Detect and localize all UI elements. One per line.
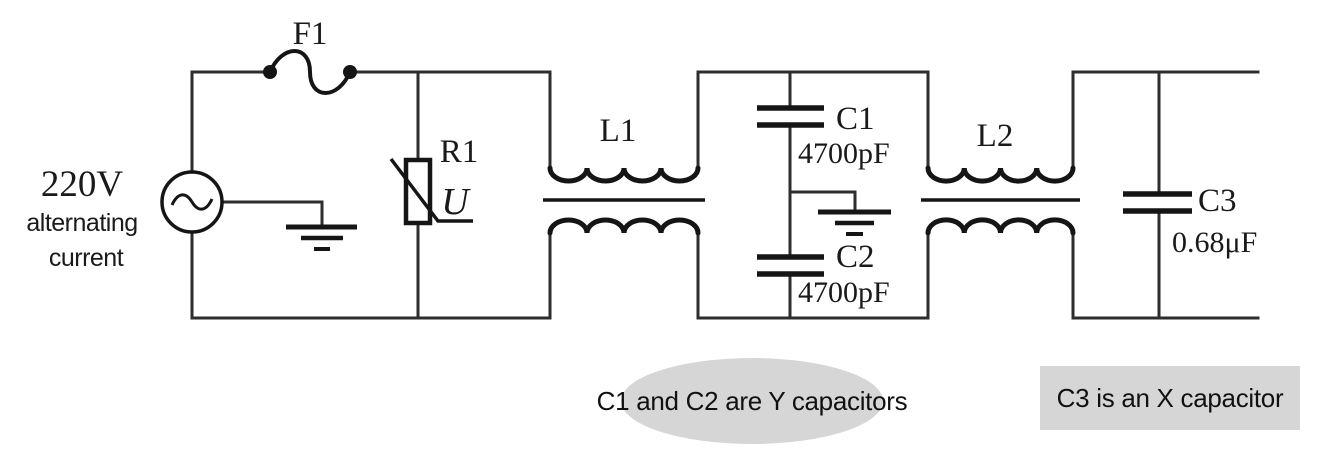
source-ground-icon <box>286 224 357 251</box>
varistor-ref-label: R1 <box>440 134 479 170</box>
x-capacitor-callout-rect <box>1040 366 1300 430</box>
varistor-body <box>403 157 433 226</box>
cap1-value-label: 4700pF <box>798 137 890 170</box>
capacitor-c2-icon <box>757 254 824 277</box>
source-description-line1: alternating <box>26 209 137 237</box>
choke1-ref-label: L1 <box>600 113 637 149</box>
choke2-ref-label: L2 <box>977 118 1014 154</box>
x-capacitor-callout: C3 is an X capacitor <box>1040 366 1300 430</box>
source-description-line2: current <box>49 244 124 272</box>
cap1-ref-label: C1 <box>836 101 875 137</box>
mid-ground-icon <box>818 209 891 236</box>
x-capacitor-callout-text: C3 is an X capacitor <box>1057 383 1284 413</box>
y-capacitor-callout-ellipse <box>621 358 883 444</box>
fuse-icon <box>263 49 357 95</box>
capacitor-c3-icon <box>1123 191 1192 214</box>
varistor-icon <box>389 157 473 226</box>
choke1-top-winding <box>547 165 701 184</box>
choke1-bottom-winding <box>547 217 701 236</box>
y-capacitor-callout: C1 and C2 are Y capacitors <box>597 358 908 444</box>
capacitor-c1-icon <box>757 105 824 128</box>
cap2-ref-label: C2 <box>836 239 875 275</box>
choke2-bottom-winding <box>925 217 1076 236</box>
ac-source-icon <box>160 170 224 234</box>
varistor-marking-label: U <box>441 181 471 223</box>
y-capacitor-callout-text: C1 and C2 are Y capacitors <box>597 386 908 416</box>
choke-l2-icon <box>921 165 1080 236</box>
cap2-value-label: 4700pF <box>798 276 890 309</box>
mid-ground-tap-wire <box>788 190 857 212</box>
fuse-s-curve <box>268 49 352 95</box>
choke2-top-winding <box>925 165 1076 184</box>
power-rails <box>190 70 1260 320</box>
varistor-diagonal-stroke <box>389 157 473 223</box>
cap3-ref-label: C3 <box>1198 183 1237 219</box>
ac-source-circle <box>160 170 224 234</box>
source-ground-tap-wire <box>221 200 324 227</box>
source-voltage-label: 220V <box>41 164 124 205</box>
fuse-ref-label: F1 <box>293 16 328 52</box>
choke-l1-icon <box>543 165 705 236</box>
sine-wave-icon <box>170 193 214 211</box>
cap3-value-label: 0.68μF <box>1172 226 1257 259</box>
